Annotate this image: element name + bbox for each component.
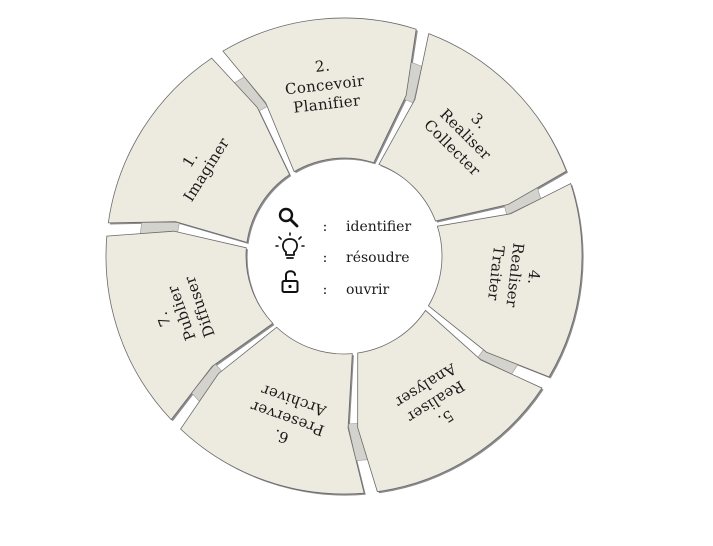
cycle-segment-4 bbox=[427, 183, 583, 378]
legend-label-resoudre: résoudre bbox=[346, 250, 410, 266]
cycle-segment-6 bbox=[180, 326, 365, 495]
cycle-segment-1 bbox=[107, 57, 291, 243]
cycle-segment-5 bbox=[357, 309, 543, 493]
legend-separator-2: : bbox=[323, 250, 328, 266]
segment-number: 6. bbox=[271, 425, 291, 447]
open-lock-icon bbox=[281, 270, 299, 293]
legend: : : : identifier résoudre ouvrir bbox=[275, 207, 411, 298]
cycle-segment-7 bbox=[105, 230, 274, 421]
segment-number: 4. bbox=[524, 269, 544, 286]
segment-number: 7. bbox=[153, 309, 175, 329]
legend-label-ouvrir: ouvrir bbox=[346, 282, 390, 298]
cycle-segment-3 bbox=[378, 33, 567, 222]
legend-separator-3: : bbox=[323, 282, 328, 298]
search-icon bbox=[278, 207, 299, 228]
lightbulb-icon bbox=[275, 232, 305, 259]
cycle-segment-2 bbox=[222, 17, 417, 173]
segment-number: 2. bbox=[314, 56, 331, 76]
cycle-segments bbox=[105, 17, 583, 495]
center-hub bbox=[268, 180, 420, 332]
legend-label-identifier: identifier bbox=[346, 219, 411, 235]
legend-separator-1: : bbox=[323, 219, 328, 235]
